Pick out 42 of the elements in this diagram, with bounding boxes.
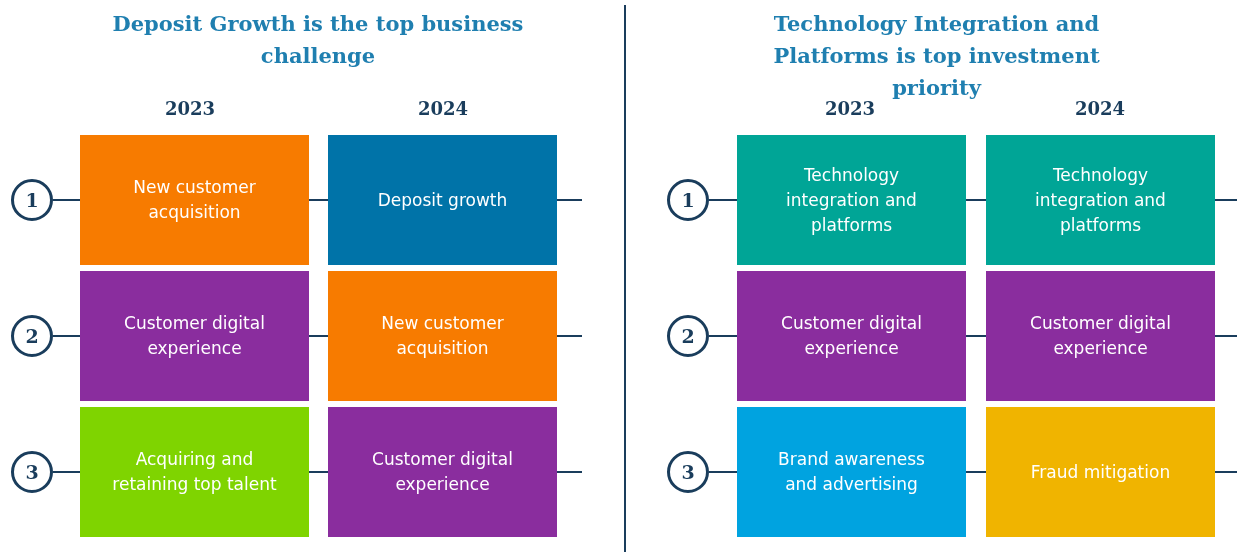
priority-box: New customer acquisition [328, 271, 557, 401]
connector-line [308, 471, 329, 473]
year-label: 2023 [163, 98, 217, 119]
connector-line [52, 199, 81, 201]
rank-number-circle: 2 [11, 315, 53, 357]
panel-heading: Deposit Growth is the top business challenge [111, 10, 525, 70]
connector-line [308, 199, 329, 201]
connector-line [52, 471, 81, 473]
year-label: 2024 [416, 98, 470, 119]
connector-line [965, 335, 987, 337]
priority-box: New customer acquisition [80, 135, 309, 265]
connector-line [556, 199, 583, 201]
priority-box: Customer digital experience [986, 271, 1215, 401]
priority-box: Customer digital experience [328, 407, 557, 537]
rank-number-circle: 3 [667, 451, 709, 493]
priority-box: Customer digital experience [80, 271, 309, 401]
year-label: 2024 [1073, 98, 1127, 119]
year-label: 2023 [823, 98, 877, 119]
connector-line [708, 471, 738, 473]
rank-number-circle: 2 [667, 315, 709, 357]
connector-line [556, 335, 583, 337]
priority-box: Acquiring and retaining top talent [80, 407, 309, 537]
priority-box: Brand awareness and advertising [737, 407, 966, 537]
priority-box: Fraud mitigation [986, 407, 1215, 537]
connector-line [1214, 471, 1237, 473]
connector-line [965, 471, 987, 473]
connector-line [1214, 199, 1237, 201]
connector-line [556, 471, 583, 473]
rank-number-circle: 1 [11, 179, 53, 221]
priority-box: Deposit growth [328, 135, 557, 265]
rank-number-circle: 1 [667, 179, 709, 221]
priority-box: Technology integration and platforms [986, 135, 1215, 265]
priority-box: Customer digital experience [737, 271, 966, 401]
panel-heading: Technology Integration and Platforms is top investment priority [772, 10, 1101, 101]
connector-line [1214, 335, 1237, 337]
connector-line [708, 199, 738, 201]
connector-line [52, 335, 81, 337]
rank-number-circle: 3 [11, 451, 53, 493]
connector-line [308, 335, 329, 337]
connector-line [965, 199, 987, 201]
connector-line [708, 335, 738, 337]
priority-box: Technology integration and platforms [737, 135, 966, 265]
